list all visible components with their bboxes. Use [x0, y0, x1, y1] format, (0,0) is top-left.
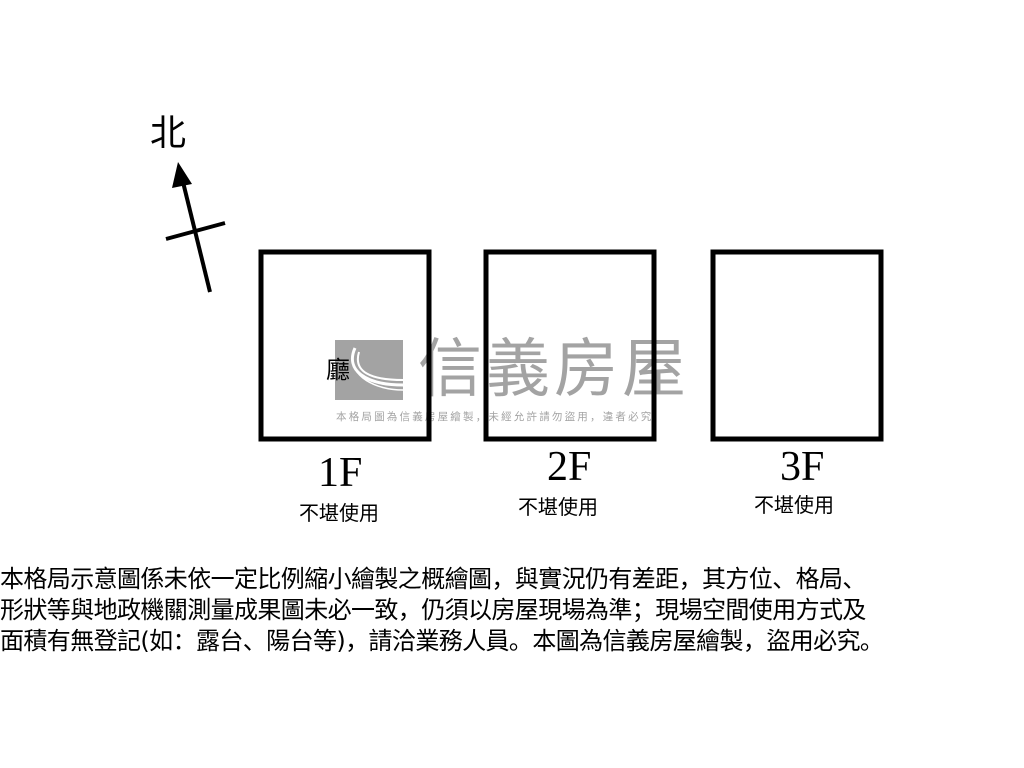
compass-north-label: 北 — [150, 113, 187, 154]
disclaimer-line: 面積有無登記(如：露台、陽台等)，請洽業務人員。本圖為信義房屋繪製，盜用必究。 — [0, 627, 884, 655]
disclaimer-line: 形狀等與地政機關測量成果圖未必一致，仍須以房屋現場為準；現場空間使用方式及 — [0, 596, 866, 624]
floor-3f-outline — [710, 249, 884, 442]
disclaimer-text: 本格局示意圖係未依一定比例縮小繪製之概繪圖，與實況仍有差距，其方位、格局、 形狀… — [0, 564, 1024, 657]
room-label: 廳 — [326, 356, 350, 384]
floor-label-2f: 2F — [547, 444, 592, 490]
disclaimer-line: 本格局示意圖係未依一定比例縮小繪製之概繪圖，與實況仍有差距，其方位、格局、 — [0, 565, 866, 593]
watermark-notice: 本格局圖為信義房屋繪製，未經允許請勿盜用，違者必究 — [336, 411, 654, 423]
floor-status-3f: 不堪使用 — [754, 493, 834, 517]
floor-label-1f: 1F — [318, 450, 363, 496]
floor-1f-outline — [258, 249, 432, 442]
watermark-logo — [335, 340, 403, 400]
floor-status-1f: 不堪使用 — [299, 501, 379, 525]
floor-status-2f: 不堪使用 — [518, 495, 598, 519]
floor-2f-outline — [483, 249, 657, 442]
watermark-brand: 信義房屋 — [418, 333, 690, 407]
floor-label-3f: 3F — [780, 444, 825, 490]
north-arrow — [165, 162, 226, 293]
